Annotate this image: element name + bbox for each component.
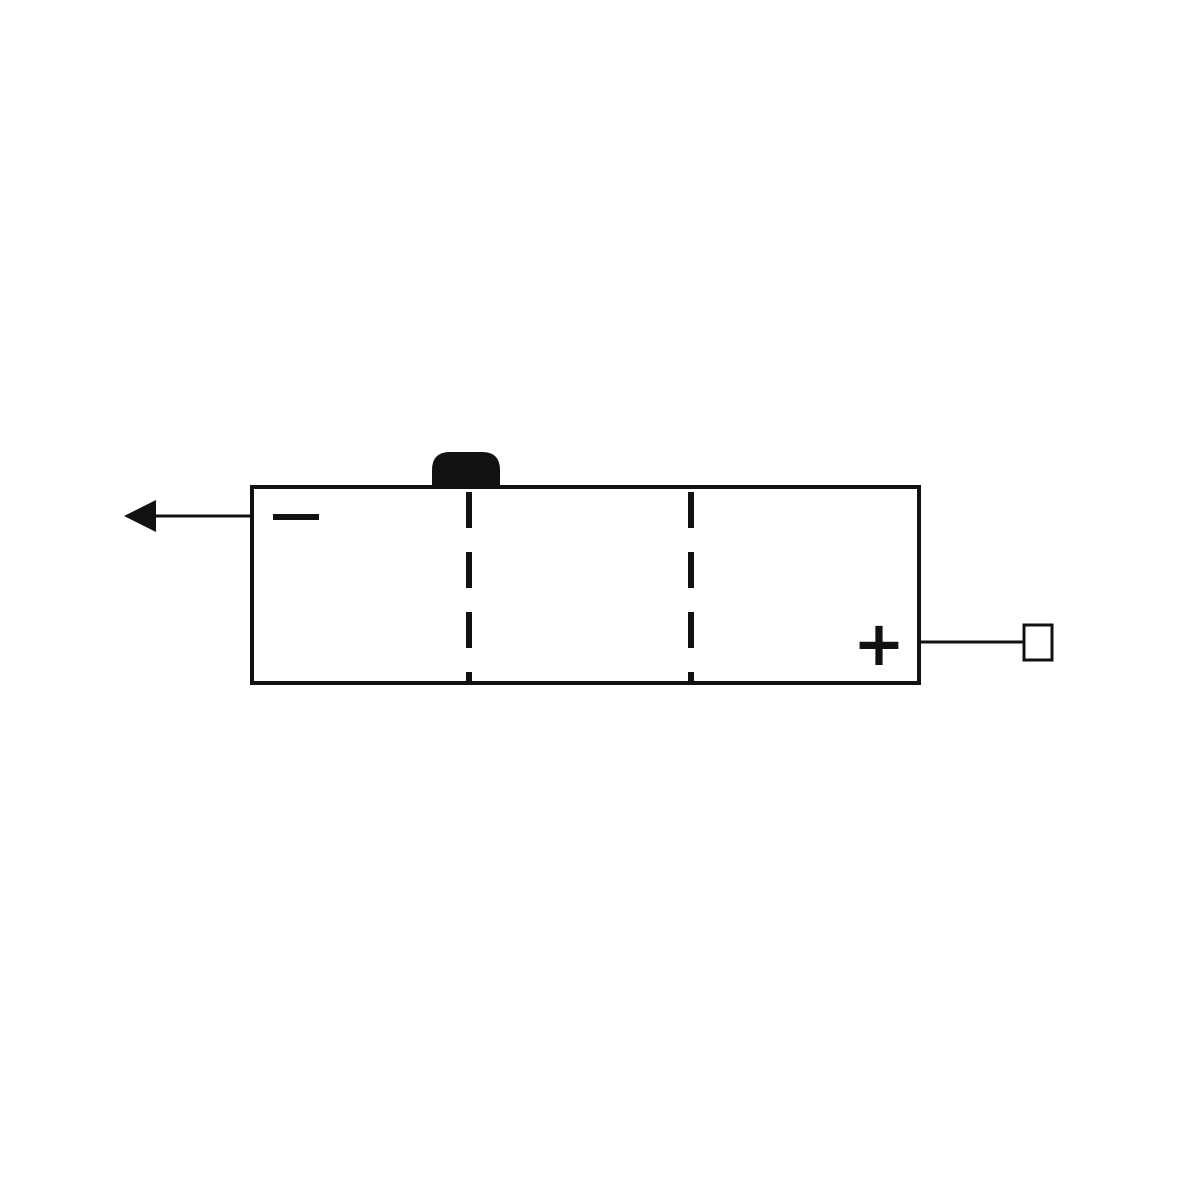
square-terminal-icon [1022,623,1054,662]
negative-sign-mark [273,514,319,520]
negative-sign: − [295,534,297,536]
vent-cap [432,452,500,488]
positive-sign: + [853,607,905,680]
battery-body [250,485,921,685]
arrow-left-icon [124,500,156,532]
